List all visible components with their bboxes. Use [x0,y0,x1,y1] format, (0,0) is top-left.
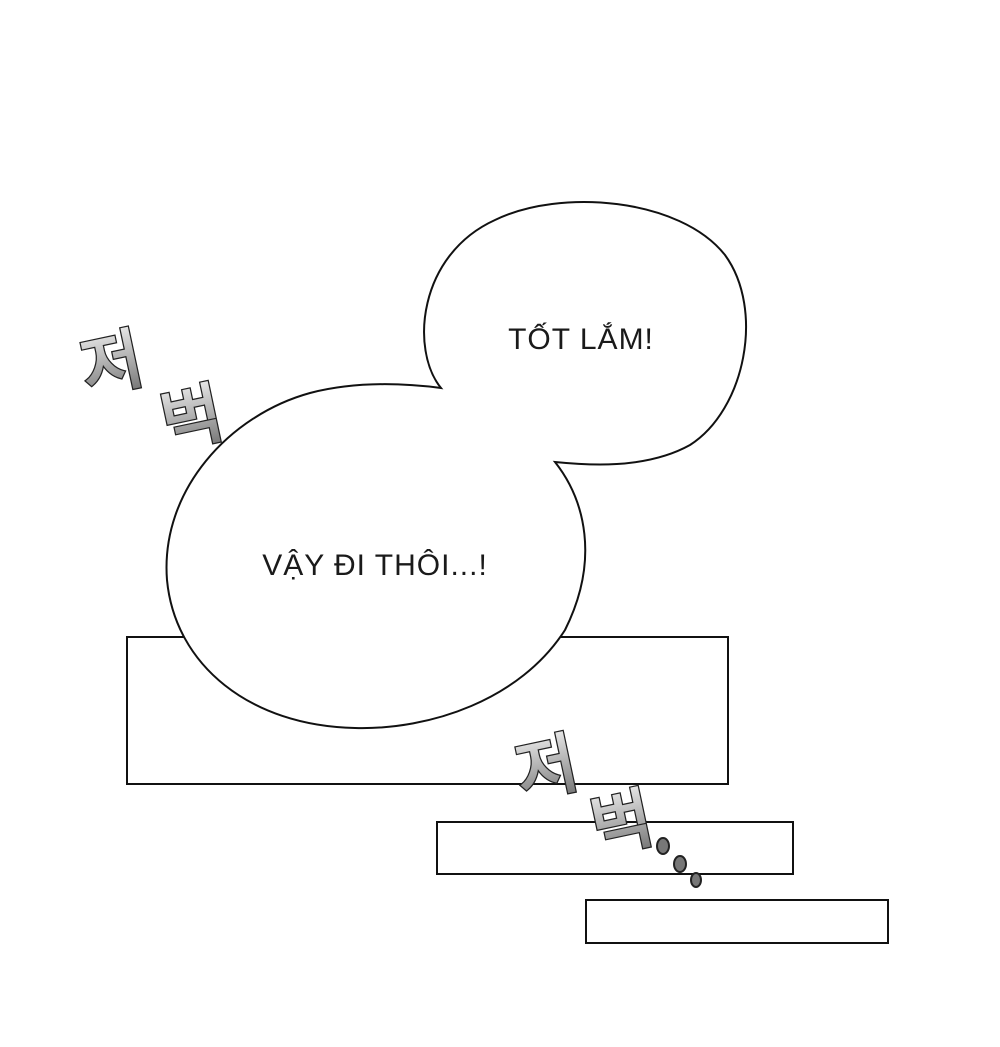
caption-box-small [585,899,889,944]
speech-bubble-outline [165,201,748,730]
sfx-top-syllable-1: 저 [74,320,149,408]
sfx-group-top: 저 벅 [73,319,231,464]
lower-bubble-text: VẬY ĐI THÔI...! [262,548,488,582]
upper-bubble-text: TỐT LẮM! [508,322,654,356]
caption-box-medium [436,821,794,875]
sfx-dot-2 [673,855,687,873]
sfx-dot-1 [656,837,670,855]
sfx-dot-3 [690,872,702,888]
